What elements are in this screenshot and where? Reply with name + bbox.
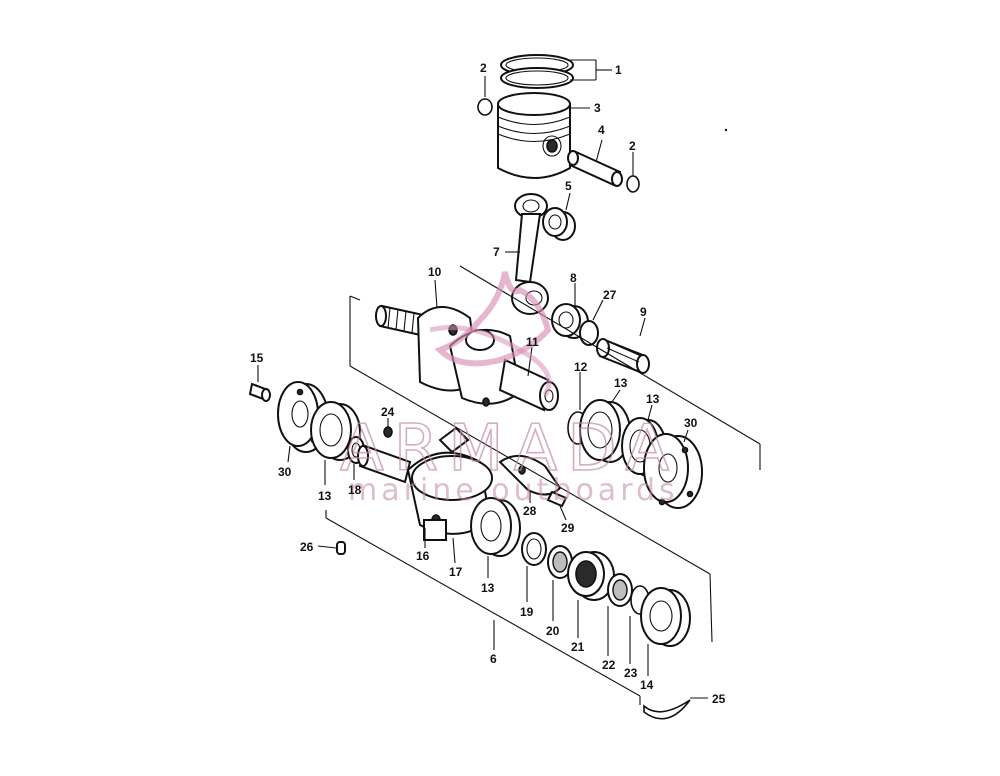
callout-11: 11 xyxy=(526,335,539,349)
assembly-bracket xyxy=(317,265,761,705)
woodruff-key xyxy=(383,418,393,438)
circlip-left xyxy=(477,76,493,116)
callout-13: 13 xyxy=(614,376,628,390)
callout-labels: 1 2 3 4 2 5 7 10 8 27 9 11 15 12 13 13 2… xyxy=(250,61,726,706)
callout-12: 12 xyxy=(574,360,588,374)
callout-13: 13 xyxy=(318,489,332,503)
callout-22: 22 xyxy=(602,658,616,672)
callout-21: 21 xyxy=(571,640,585,654)
callout-15: 15 xyxy=(250,351,264,365)
main-bearing-lower xyxy=(470,497,521,578)
callout-3: 3 xyxy=(594,101,601,115)
callout-23: 23 xyxy=(624,666,638,680)
callout-10: 10 xyxy=(428,265,442,279)
circlip-right xyxy=(626,152,640,193)
watermark: ARMADA marine outboards xyxy=(339,271,679,508)
small-end-needle-bearing xyxy=(542,192,576,241)
callout-29: 29 xyxy=(561,521,575,535)
screw xyxy=(248,365,271,402)
callout-2: 2 xyxy=(629,139,636,153)
callout-18: 18 xyxy=(348,483,362,497)
callout-17: 17 xyxy=(449,565,463,579)
retainer-bolt xyxy=(546,490,568,521)
piston-pin xyxy=(567,139,623,187)
callout-8: 8 xyxy=(570,271,577,285)
retaining-ring xyxy=(643,697,708,720)
lower-crankshaft xyxy=(357,426,493,564)
callout-9: 9 xyxy=(640,305,647,319)
callout-28: 28 xyxy=(523,504,537,518)
callout-5: 5 xyxy=(565,179,572,193)
dowel-pin xyxy=(336,541,346,555)
main-bearing-upper xyxy=(579,389,631,463)
spacer-ring xyxy=(521,532,547,602)
callout-27: 27 xyxy=(603,288,617,302)
piston xyxy=(497,92,590,179)
callout-20: 20 xyxy=(546,624,560,638)
callout-13: 13 xyxy=(481,581,495,595)
callout-30: 30 xyxy=(278,465,292,479)
callout-26: 26 xyxy=(300,540,314,554)
callout-13: 13 xyxy=(646,392,660,406)
stray-dot xyxy=(724,128,728,132)
bearing-housing-right xyxy=(643,429,703,509)
oil-seal-small xyxy=(547,545,573,621)
thrust-washer xyxy=(579,299,604,346)
anchor-swirl-icon xyxy=(429,271,552,397)
callout-1: 1 xyxy=(615,63,622,77)
callout-19: 19 xyxy=(520,605,534,619)
callout-6: 6 xyxy=(490,652,497,666)
callout-30: 30 xyxy=(684,416,698,430)
watermark-brand: ARMADA xyxy=(340,412,679,486)
callout-4: 4 xyxy=(598,123,605,137)
piston-rings xyxy=(500,54,574,89)
retainer-plate xyxy=(498,455,562,503)
ball-bearing-lower xyxy=(640,587,691,676)
watermark-tagline: marine outboards xyxy=(348,473,679,508)
callout-14: 14 xyxy=(640,678,654,692)
callout-24: 24 xyxy=(381,405,395,419)
oil-seal-housing xyxy=(567,551,615,638)
crank-pin xyxy=(596,317,650,374)
callout-16: 16 xyxy=(416,549,430,563)
callout-2: 2 xyxy=(480,61,487,75)
callout-7: 7 xyxy=(493,245,500,259)
callout-25: 25 xyxy=(712,692,726,706)
oil-seal xyxy=(607,573,633,656)
callout-1-leader xyxy=(570,59,612,81)
